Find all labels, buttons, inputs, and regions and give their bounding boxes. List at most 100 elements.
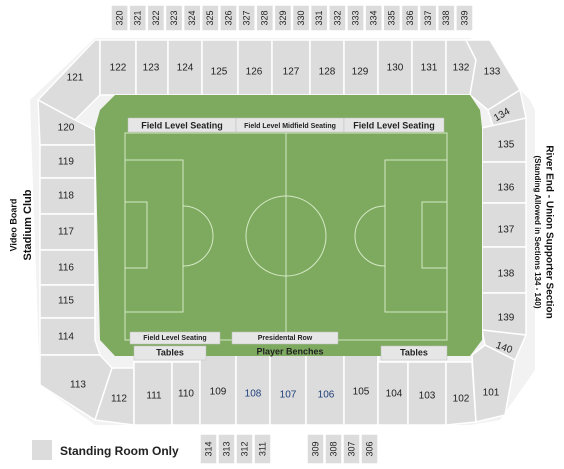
section-label: 314 xyxy=(203,441,213,456)
section-label: 117 xyxy=(58,227,74,238)
field-level-midfield-label: Field Level Midfield Seating xyxy=(244,123,336,130)
section-label: 105 xyxy=(353,387,370,398)
section-label: 106 xyxy=(318,390,335,401)
section-label: 325 xyxy=(205,10,215,25)
section-label: 111 xyxy=(146,391,162,402)
section-306[interactable] xyxy=(360,433,379,465)
section-label: 329 xyxy=(278,10,288,25)
section-label: 328 xyxy=(260,10,270,25)
section-314[interactable] xyxy=(199,433,218,465)
section-label: 307 xyxy=(346,441,356,456)
section-313[interactable] xyxy=(217,433,236,465)
section-label: 339 xyxy=(459,10,469,25)
section-label: 114 xyxy=(58,332,74,343)
section-label: 123 xyxy=(143,63,160,74)
section-label: 121 xyxy=(67,73,84,84)
section-label: 130 xyxy=(387,63,404,74)
section-322[interactable] xyxy=(146,4,166,32)
section-336[interactable] xyxy=(400,4,420,32)
section-label: 327 xyxy=(242,10,252,25)
section-label: 137 xyxy=(498,225,515,236)
section-label: 115 xyxy=(58,296,74,307)
section-323[interactable] xyxy=(164,4,184,32)
section-332[interactable] xyxy=(328,4,347,32)
river-end-label: River End - Union Supporter Section xyxy=(543,145,554,318)
section-label: 308 xyxy=(328,441,338,456)
section-label: 335 xyxy=(387,10,397,25)
player-benches-label: Player Benches xyxy=(256,346,323,356)
section-label: 306 xyxy=(364,441,374,456)
section-label: 122 xyxy=(110,63,127,74)
section-334[interactable] xyxy=(364,4,384,32)
section-321[interactable] xyxy=(128,4,148,32)
section-307[interactable] xyxy=(342,433,361,465)
section-309[interactable] xyxy=(306,433,325,465)
section-label: 103 xyxy=(419,391,436,402)
section-324[interactable] xyxy=(182,4,202,32)
section-330[interactable] xyxy=(291,4,311,32)
section-329[interactable] xyxy=(273,4,293,32)
section-label: 131 xyxy=(421,63,438,74)
stadium-club-label: Stadium Club xyxy=(22,189,34,260)
section-label: 112 xyxy=(111,394,127,405)
section-label: 311 xyxy=(257,442,267,456)
section-327[interactable] xyxy=(237,4,256,32)
section-label: 126 xyxy=(246,67,263,78)
section-label: 136 xyxy=(498,183,515,194)
field xyxy=(95,95,482,356)
section-label: 118 xyxy=(58,191,74,202)
section-337[interactable] xyxy=(418,4,438,32)
section-312[interactable] xyxy=(235,433,254,465)
standing-room-legend: Standing Room Only xyxy=(60,444,179,458)
section-label: 124 xyxy=(177,63,194,74)
section-label: 129 xyxy=(352,67,369,78)
section-label: 321 xyxy=(133,10,143,25)
tables-right[interactable] xyxy=(380,345,448,361)
section-339[interactable] xyxy=(455,4,474,32)
section-label: 138 xyxy=(498,269,515,280)
field-level-seating-right[interactable] xyxy=(343,117,445,133)
section-311[interactable] xyxy=(253,433,272,465)
section-label: 133 xyxy=(484,67,501,78)
field-level-seating-right-label: Field Level Seating xyxy=(353,120,435,130)
section-331[interactable] xyxy=(309,4,329,32)
tables-left[interactable] xyxy=(133,345,207,361)
section-label: 322 xyxy=(151,10,161,25)
field-level-seating-bottom-label: Field Level Seating xyxy=(143,335,206,342)
standing-room-swatch xyxy=(32,440,52,460)
section-326[interactable] xyxy=(219,4,238,32)
section-label: 101 xyxy=(483,388,500,399)
section-label: 309 xyxy=(310,441,320,456)
field-level-seating-bottom[interactable] xyxy=(129,331,221,345)
section-label: 312 xyxy=(239,441,249,456)
section-325[interactable] xyxy=(201,4,220,32)
section-328[interactable] xyxy=(255,4,275,32)
section-114[interactable] xyxy=(39,317,102,356)
section-120[interactable] xyxy=(37,98,96,146)
section-121[interactable] xyxy=(36,39,101,121)
section-label: 139 xyxy=(498,313,515,324)
presidential-row[interactable] xyxy=(231,331,339,345)
section-338[interactable] xyxy=(436,4,456,32)
section-308[interactable] xyxy=(324,433,343,465)
tables-right-label: Tables xyxy=(400,347,428,357)
section-101[interactable] xyxy=(471,344,516,423)
section-label: 331 xyxy=(314,10,324,25)
section-label: 104 xyxy=(386,389,403,400)
section-label: 330 xyxy=(296,10,306,25)
section-label: 127 xyxy=(283,67,300,78)
section-label: 135 xyxy=(498,140,515,151)
tables-left-label: Tables xyxy=(156,347,184,357)
section-label: 110 xyxy=(178,389,194,400)
section-label: 132 xyxy=(453,63,470,74)
section-label: 332 xyxy=(332,10,342,25)
section-label: 320 xyxy=(114,10,124,25)
section-320[interactable] xyxy=(110,4,129,32)
section-label: 337 xyxy=(423,10,433,25)
section-label: 109 xyxy=(210,387,227,398)
section-label: 338 xyxy=(441,10,451,25)
video-board-label: Video Board xyxy=(8,199,18,252)
section-333[interactable] xyxy=(346,4,365,32)
section-label: 120 xyxy=(58,123,75,134)
section-335[interactable] xyxy=(382,4,402,32)
